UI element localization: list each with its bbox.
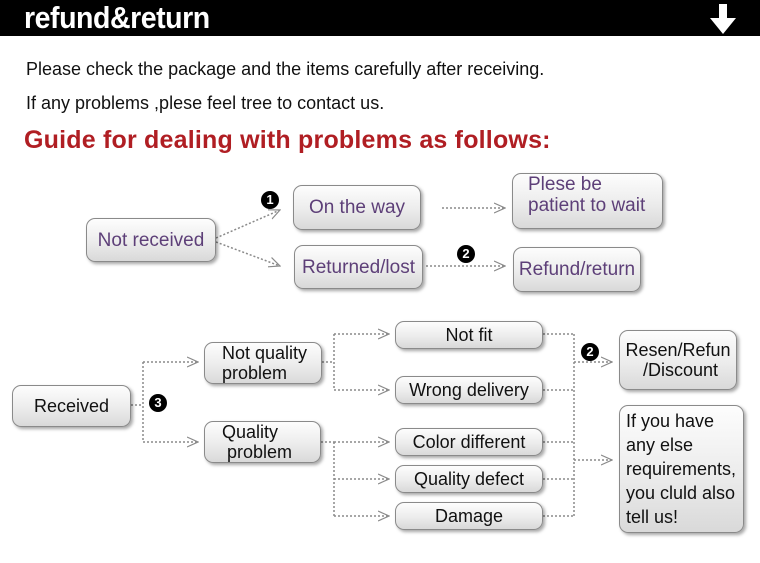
node-returned-lost: Returned/lost xyxy=(294,245,423,289)
node-resend-line-2: /Discount xyxy=(637,360,719,380)
node-wrong-delivery: Wrong delivery xyxy=(395,376,543,404)
node-not-quality-line-2: problem xyxy=(222,363,288,383)
step-badge-2: 2 xyxy=(457,245,475,263)
node-not-quality-problem: Not quality problem xyxy=(204,342,322,384)
step-badge-1: 1 xyxy=(261,191,279,209)
intro-line-2: If any problems ,plese feel tree to cont… xyxy=(26,93,385,113)
step-badge-2-lower: 2 xyxy=(581,343,599,361)
header-bar: refund&return xyxy=(0,0,760,36)
header-title: refund&return xyxy=(24,0,210,35)
node-color-different: Color different xyxy=(395,428,543,456)
node-resend-line-1: Resen/Refun xyxy=(625,340,731,360)
node-quality-problem: Quality problem xyxy=(204,421,321,463)
node-on-the-way: On the way xyxy=(293,185,421,230)
intro-line-1: Please check the package and the items c… xyxy=(26,59,545,79)
step-badge-3: 3 xyxy=(149,394,167,412)
node-else-line-4: you cluld also xyxy=(626,483,736,503)
node-be-patient: Plese be patient to wait xyxy=(512,173,663,229)
node-be-patient-line-2: patient to wait xyxy=(528,195,646,216)
node-else-line-2: any else xyxy=(626,435,694,455)
node-be-patient-line-1: Plese be xyxy=(528,174,602,195)
node-not-received: Not received xyxy=(86,218,216,262)
node-quality-line-1: Quality xyxy=(222,422,279,442)
node-else-line-3: requirements, xyxy=(626,459,737,479)
node-received: Received xyxy=(12,385,131,427)
node-resend-refund: Resen/Refun /Discount xyxy=(619,330,737,390)
node-else-line-5: tell us! xyxy=(626,507,679,527)
node-quality-defect: Quality defect xyxy=(395,465,543,493)
node-not-fit: Not fit xyxy=(395,321,543,349)
node-else-line-1: If you have xyxy=(626,411,715,431)
guide-title: Guide for dealing with problems as follo… xyxy=(24,126,551,154)
node-damage: Damage xyxy=(395,502,543,530)
down-arrow-icon xyxy=(710,4,736,34)
node-refund-return: Refund/return xyxy=(513,247,641,292)
node-any-else: If you have any else requirements, you c… xyxy=(619,405,744,533)
node-quality-line-2: problem xyxy=(222,442,293,462)
node-not-quality-line-1: Not quality xyxy=(222,343,308,363)
